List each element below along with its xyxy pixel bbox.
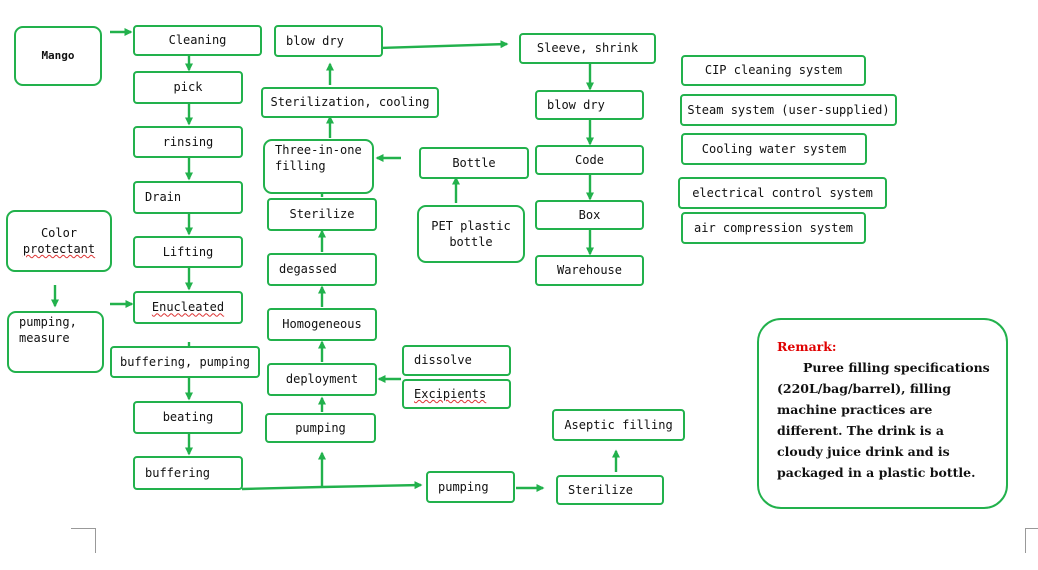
remark-body: Puree filling specifications (220L/bag/b… bbox=[777, 360, 990, 480]
node-warehouse: Warehouse bbox=[535, 255, 644, 286]
node-bottle: Bottle bbox=[419, 147, 529, 179]
node-buffering-pumping: buffering, pumping bbox=[110, 346, 260, 378]
pet-line1: PET plastic bbox=[431, 218, 511, 233]
system-electrical-control: electrical control system bbox=[678, 177, 887, 209]
node-homogeneous: Homogeneous bbox=[267, 308, 377, 341]
three-in-one-line2: filling bbox=[275, 159, 326, 174]
system-steam: Steam system (user-supplied) bbox=[680, 94, 897, 126]
node-degassed: degassed bbox=[267, 253, 377, 286]
node-blow-dry-2: blow dry bbox=[535, 90, 644, 120]
node-code: Code bbox=[535, 145, 644, 175]
node-cleaning: Cleaning bbox=[133, 25, 262, 56]
node-pick: pick bbox=[133, 71, 243, 104]
color-protectant-line2: protectant bbox=[22, 242, 96, 256]
node-drain: Drain bbox=[133, 181, 243, 214]
node-three-in-one-filling: Three-in-one filling bbox=[263, 139, 374, 194]
node-pet-plastic-bottle: PET plastic bottle bbox=[417, 205, 525, 263]
node-dissolve: dissolve bbox=[402, 345, 511, 376]
remark-box: Remark: Puree filling specifications (22… bbox=[757, 318, 1008, 509]
remark-title: Remark: bbox=[777, 339, 837, 354]
node-excipients: Excipients bbox=[402, 379, 511, 409]
node-rinsing: rinsing bbox=[133, 126, 243, 158]
node-sterilize-2: Sterilize bbox=[556, 475, 664, 505]
node-deployment: deployment bbox=[267, 363, 377, 396]
system-cip-cleaning: CIP cleaning system bbox=[681, 55, 866, 86]
page-corner-mark-left bbox=[71, 528, 96, 553]
node-sterilization-cooling: Sterilization, cooling bbox=[261, 87, 439, 118]
node-buffering: buffering bbox=[133, 456, 243, 490]
arrow-buffering-pumping-bottom bbox=[241, 481, 423, 491]
page-corner-mark-right bbox=[1025, 528, 1038, 553]
pumping-measure-line1: pumping, bbox=[19, 315, 77, 329]
node-pumping-1: pumping bbox=[265, 413, 376, 443]
node-lifting: Lifting bbox=[133, 236, 243, 268]
node-color-protectant: Color protectant bbox=[6, 210, 112, 272]
node-enucleated: Enucleated bbox=[133, 291, 243, 324]
node-box: Box bbox=[535, 200, 644, 230]
system-cooling-water: Cooling water system bbox=[681, 133, 867, 165]
node-sterilize-1: Sterilize bbox=[267, 198, 377, 231]
node-pumping-2: pumping bbox=[426, 471, 515, 503]
system-air-compression: air compression system bbox=[681, 212, 866, 244]
three-in-one-line1: Three-in-one bbox=[275, 143, 362, 157]
arrow-blowdry-sleeve bbox=[378, 40, 509, 50]
node-pumping-measure: pumping, measure bbox=[7, 311, 104, 373]
pumping-measure-line2: measure bbox=[19, 331, 70, 346]
pet-line2: bottle bbox=[449, 235, 493, 249]
color-protectant-line1: Color bbox=[40, 225, 78, 240]
node-aseptic-filling: Aseptic filling bbox=[552, 409, 685, 441]
node-mango: Mango bbox=[14, 26, 102, 86]
node-blow-dry-1: blow dry bbox=[274, 25, 383, 57]
node-beating: beating bbox=[133, 401, 243, 434]
node-sleeve-shrink: Sleeve, shrink bbox=[519, 33, 656, 64]
